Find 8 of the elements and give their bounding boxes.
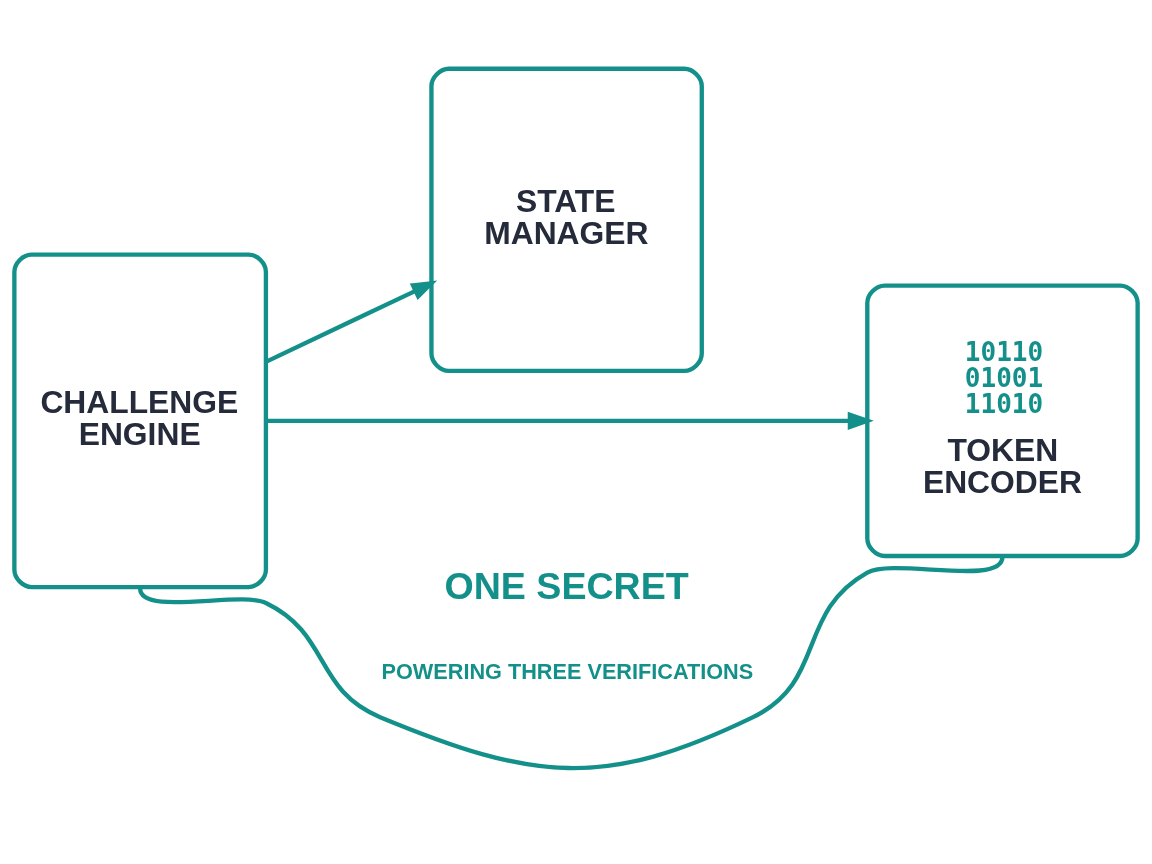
arrow bbox=[265, 280, 438, 364]
arrow bbox=[266, 411, 874, 430]
label: ONE SECRET bbox=[444, 565, 689, 608]
connector bbox=[138, 555, 1005, 771]
node-box: STATE MANAGER bbox=[429, 66, 704, 374]
label: POWERING THREE VERIFICATIONS bbox=[381, 658, 754, 684]
node-box: 10110 01001 11010 TOKEN ENCODER bbox=[865, 283, 1140, 559]
node-box: CHALLENGE ENGINE bbox=[12, 252, 269, 590]
